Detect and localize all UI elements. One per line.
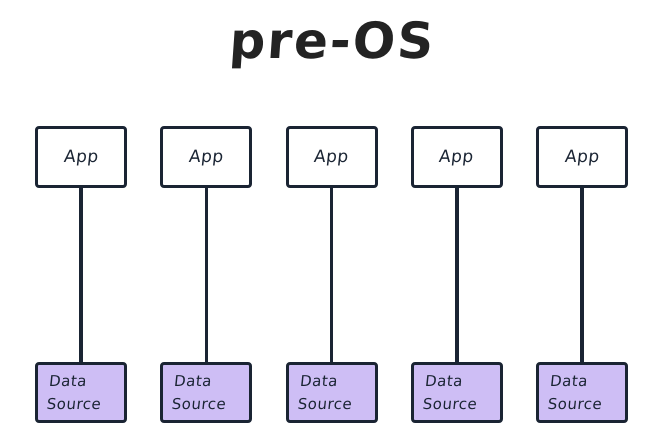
connector-line (580, 188, 584, 362)
app-box: App (536, 126, 628, 188)
diagram-title: pre-OS (227, 12, 438, 70)
data-source-label: Data Source (296, 372, 353, 413)
columns-container: App Data Source App Data Source App Data… (35, 126, 628, 423)
app-box: App (410, 126, 503, 188)
column-5: App Data Source (536, 126, 628, 423)
connector-line (329, 188, 334, 362)
data-source-label: Data Source (546, 372, 604, 413)
connector-line (204, 188, 208, 362)
app-label: App (313, 147, 350, 167)
app-label: App (563, 147, 601, 167)
data-source-label: Data Source (421, 372, 479, 413)
connector-line (455, 188, 459, 362)
column-2: App Data Source (160, 126, 253, 423)
app-box: App (160, 126, 253, 188)
data-source-box: Data Source (285, 362, 378, 423)
app-label: App (187, 147, 225, 167)
app-label: App (62, 147, 100, 167)
data-source-label: Data Source (171, 372, 228, 413)
data-source-box: Data Source (536, 362, 628, 423)
data-source-label: Data Source (45, 372, 103, 413)
data-source-box: Data Source (160, 362, 253, 423)
connector-line (79, 188, 83, 362)
column-1: App Data Source (35, 126, 127, 423)
column-3: App Data Source (285, 126, 378, 423)
data-source-box: Data Source (35, 362, 127, 423)
app-box: App (35, 126, 127, 188)
app-label: App (438, 147, 476, 167)
data-source-box: Data Source (410, 362, 503, 423)
app-box: App (285, 126, 378, 188)
column-4: App Data Source (410, 126, 503, 423)
